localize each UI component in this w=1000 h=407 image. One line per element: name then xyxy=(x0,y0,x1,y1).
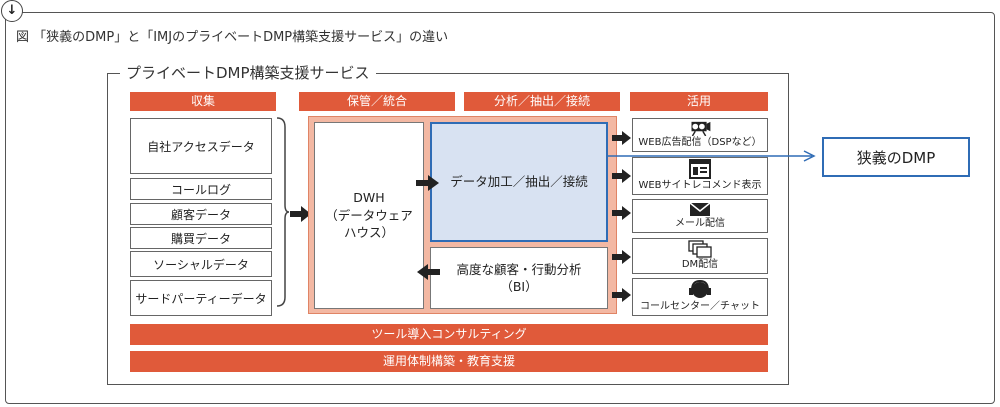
output-mail: メール配信 xyxy=(632,199,768,233)
figure-caption: 図 「狭義のDMP」と「IMJのプライベートDMP構築支援サービス」の違い xyxy=(16,30,449,45)
arrow-right-icon xyxy=(612,169,631,183)
input-third-party-data: サードパーティーデータ xyxy=(130,280,272,316)
arrow-right-icon xyxy=(612,206,631,220)
header-use: 活用 xyxy=(630,92,768,111)
header-analyze: 分析／抽出／接続 xyxy=(464,92,620,111)
download-icon[interactable]: ↓ xyxy=(1,0,23,22)
operation-support-bar: 運用体制構築・教育支援 xyxy=(130,351,768,372)
brace-icon xyxy=(276,117,290,307)
analysis-box: 高度な顧客・行動分析 （BI） xyxy=(430,247,608,309)
arrow-right-icon xyxy=(612,131,631,145)
narrow-dmp-box: 狭義のDMP xyxy=(822,137,970,177)
output-web-recommend: WEBサイトレコメンド表示 xyxy=(632,157,768,195)
input-access-data: 自社アクセスデータ xyxy=(130,118,272,174)
dwh-sub2: ハウス） xyxy=(343,225,394,241)
input-call-log: コールログ xyxy=(130,178,272,200)
output-web-ads: WEB広告配信（DSPなど） xyxy=(632,118,768,152)
output-web-recommend-label: WEBサイトレコメンド表示 xyxy=(638,180,762,191)
webpage-icon xyxy=(689,159,711,179)
dwh-box: DWH （データウェア ハウス） xyxy=(314,122,424,309)
input-social-data: ソーシャルデータ xyxy=(130,251,272,277)
output-call-center-label: コールセンター／チャット xyxy=(640,301,760,312)
header-store: 保管／統合 xyxy=(299,92,455,111)
data-processing-label: データ加工／抽出／接続 xyxy=(450,174,588,190)
arrow-right-icon xyxy=(612,288,631,302)
output-dm-label: DM配信 xyxy=(681,259,719,270)
output-dm: DM配信 xyxy=(632,238,768,274)
consulting-bar: ツール導入コンサルティング xyxy=(130,324,768,345)
data-processing-box: データ加工／抽出／接続 xyxy=(430,122,608,242)
analysis-sub: （BI） xyxy=(500,279,538,294)
documents-icon xyxy=(688,240,712,258)
header-collect: 収集 xyxy=(130,92,276,111)
analysis-label: 高度な顧客・行動分析 xyxy=(456,261,582,277)
dwh-label: DWH xyxy=(353,190,385,206)
service-frame-title: プライベートDMP構築支援サービス xyxy=(120,62,376,83)
output-call-center: コールセンター／チャット xyxy=(632,278,768,316)
dwh-sub1: （データウェア xyxy=(325,207,413,223)
input-purchase-data: 購買データ xyxy=(130,227,272,249)
output-mail-label: メール配信 xyxy=(675,218,725,229)
input-customer-data: 顧客データ xyxy=(130,203,272,225)
output-web-ads-label: WEB広告配信（DSPなど） xyxy=(638,137,762,148)
service-frame xyxy=(107,73,789,385)
envelope-icon xyxy=(689,202,711,216)
arrow-right-icon xyxy=(612,250,631,264)
projector-icon xyxy=(691,121,711,136)
arrow-right-icon xyxy=(290,206,311,222)
outer-frame xyxy=(5,12,995,404)
headset-icon xyxy=(689,280,711,298)
arrow-left-icon xyxy=(417,264,440,280)
narrow-dmp-connector xyxy=(608,150,816,162)
arrow-right-icon xyxy=(416,175,439,191)
